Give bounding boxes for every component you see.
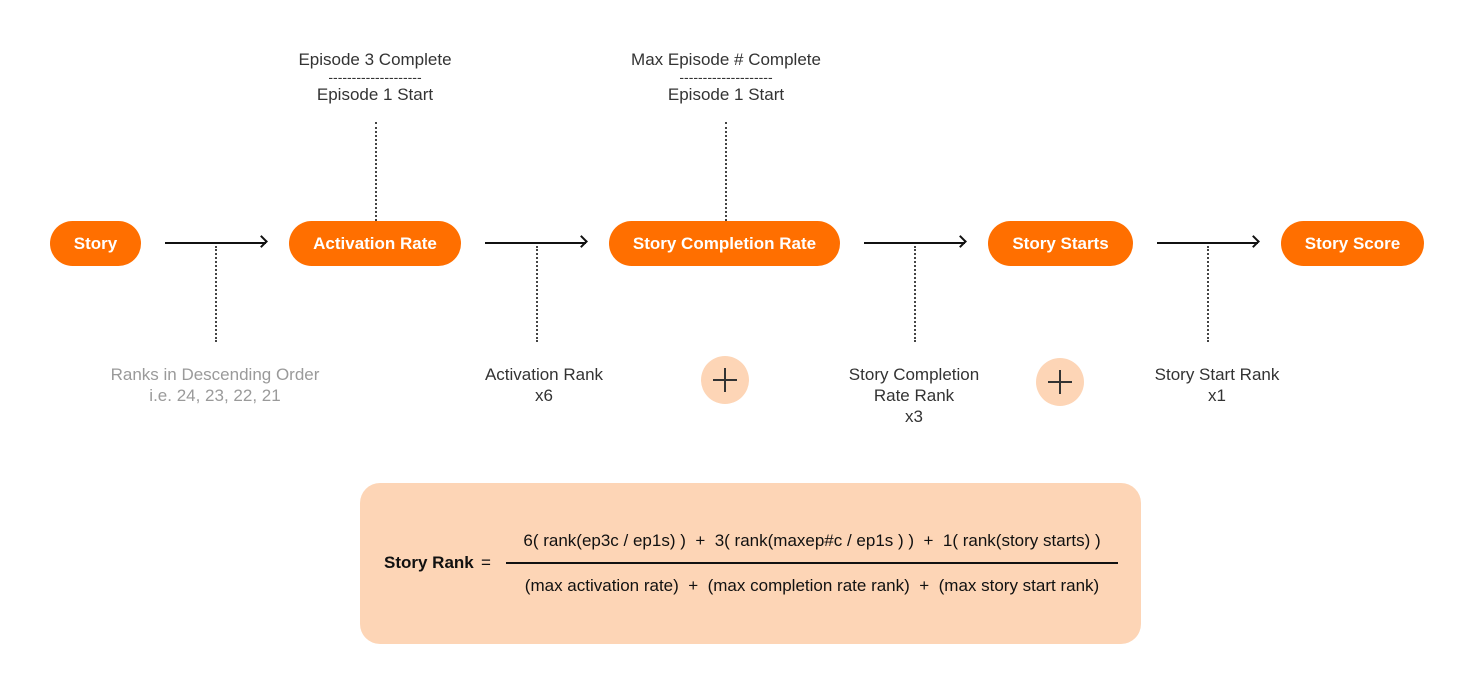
node-story-score: Story Score (1281, 221, 1424, 266)
arrow-story-to-activation (165, 242, 266, 244)
formula-numerator: 6( rank(ep3c / ep1s) ) + 3( rank(maxep#c… (523, 531, 1101, 550)
formula-denominator: (max activation rate) + (max completion … (524, 576, 1100, 595)
completion-rank-line3: x3 (905, 407, 923, 426)
story-rank-formula-box: Story Rank = 6( rank(ep3c / ep1s) ) + 3(… (360, 483, 1141, 644)
activation-top-connector (375, 122, 377, 221)
arrow-completion-to-starts (864, 242, 965, 244)
completion-formula-label: Max Episode # Complete -----------------… (631, 49, 821, 105)
ranks-description-line2: i.e. 24, 23, 22, 21 (149, 386, 281, 405)
activation-rank-line1: Activation Rank (484, 365, 604, 384)
completion-formula-divider: -------------------- (679, 69, 773, 85)
arrow-activation-to-completion (485, 242, 586, 244)
arrow-starts-to-score (1157, 242, 1258, 244)
completion-formula-numerator: Max Episode # Complete (631, 50, 821, 69)
plus-icon (1036, 358, 1084, 406)
formula-equals: = (481, 553, 491, 572)
completion-rank-connector (914, 246, 916, 342)
formula-label: Story Rank (384, 553, 474, 572)
activation-formula-divider: -------------------- (328, 69, 422, 85)
node-activation-rate: Activation Rate (289, 221, 461, 266)
completion-rank-label: Story Completion Rate Rank x3 (849, 364, 979, 427)
completion-rank-line1: Story Completion (848, 365, 980, 384)
start-rank-connector (1207, 246, 1209, 342)
activation-rank-line2: x6 (535, 386, 553, 405)
activation-formula-label: Episode 3 Complete -------------------- … (298, 49, 451, 105)
node-story: Story (50, 221, 141, 266)
start-rank-label: Story Start Rank x1 (1155, 364, 1280, 406)
completion-rank-line2: Rate Rank (873, 386, 955, 405)
activation-formula-numerator: Episode 3 Complete (298, 50, 452, 69)
start-rank-line1: Story Start Rank (1154, 365, 1280, 384)
start-rank-line2: x1 (1208, 386, 1226, 405)
plus-icon (701, 356, 749, 404)
ranks-description: Ranks in Descending Order i.e. 24, 23, 2… (111, 364, 320, 406)
ranks-connector (215, 246, 217, 342)
activation-rank-label: Activation Rank x6 (485, 364, 603, 406)
activation-rank-connector (536, 246, 538, 342)
formula-fraction-bar (506, 562, 1118, 564)
activation-formula-denominator: Episode 1 Start (316, 85, 434, 104)
node-story-completion-rate: Story Completion Rate (609, 221, 840, 266)
ranks-description-line1: Ranks in Descending Order (110, 365, 320, 384)
node-story-starts: Story Starts (988, 221, 1133, 266)
completion-formula-denominator: Episode 1 Start (667, 85, 785, 104)
completion-top-connector (725, 122, 727, 221)
